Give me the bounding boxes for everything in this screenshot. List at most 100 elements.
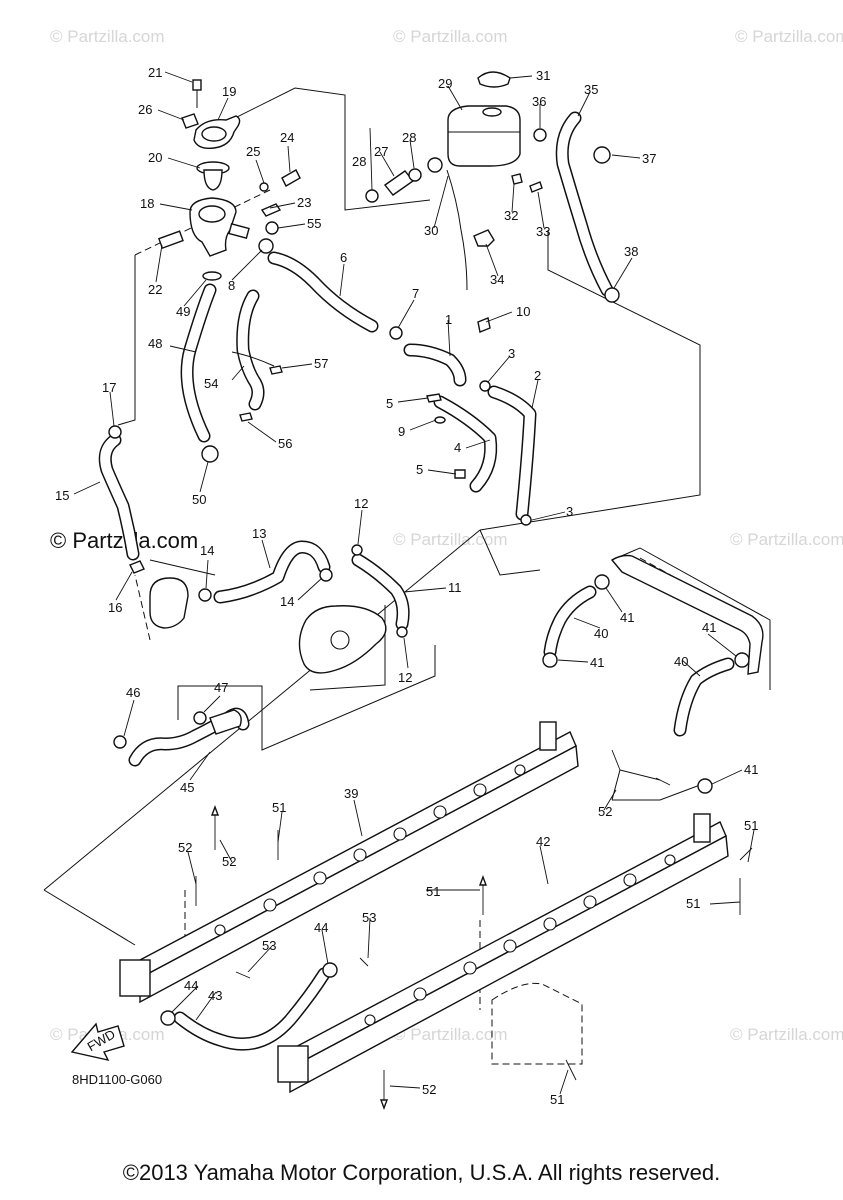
callout-48: 48 — [148, 336, 162, 351]
clamp-49 — [202, 271, 222, 281]
callout-52-b: 52 — [222, 854, 236, 869]
o-ring-9 — [434, 416, 446, 424]
clamp-28-left — [365, 189, 379, 203]
watermark-text: © Partzilla.com — [730, 1025, 843, 1044]
clamp-5-upper — [426, 393, 442, 403]
callout-28-left: 28 — [352, 154, 366, 169]
callout-55: 55 — [307, 216, 321, 231]
short-hose-27 — [365, 168, 422, 203]
callout-35: 35 — [584, 82, 598, 97]
callout-39: 39 — [344, 786, 358, 801]
fitting-22 — [157, 230, 184, 250]
bolt-16 — [129, 560, 145, 574]
heat-exchanger-39-end — [119, 959, 151, 997]
callout-21: 21 — [148, 65, 162, 80]
clamp-41-d — [697, 778, 713, 794]
clamp-8 — [258, 238, 274, 254]
callout-labels: 21 19 26 20 25 24 18 23 55 22 49 8 6 7 1… — [55, 65, 758, 1107]
clip-57 — [269, 365, 283, 375]
callout-49: 49 — [176, 304, 190, 319]
fwd-arrow-icon — [70, 1022, 125, 1062]
callout-2: 2 — [534, 368, 541, 383]
callout-14-left: 14 — [200, 543, 214, 558]
housing-opening — [198, 205, 226, 223]
heat-exchanger-42-body — [289, 834, 729, 1094]
clamp-44-left — [160, 1010, 176, 1026]
callout-15: 15 — [55, 488, 69, 503]
callout-51-b: 51 — [744, 818, 758, 833]
callout-57: 57 — [314, 356, 328, 371]
hoses — [98, 111, 735, 1051]
callout-54: 54 — [204, 376, 218, 391]
callout-7: 7 — [412, 286, 419, 301]
hose-35 — [555, 111, 614, 297]
coolant-reservoir-assembly — [427, 71, 620, 303]
callout-41-c: 41 — [702, 620, 716, 635]
callout-44-left: 44 — [184, 978, 198, 993]
reservoir-tank-29 — [447, 105, 521, 167]
callout-50: 50 — [192, 492, 206, 507]
callout-23: 23 — [297, 195, 311, 210]
callout-53-right: 53 — [362, 910, 376, 925]
callout-25: 25 — [246, 144, 260, 159]
callout-1: 1 — [445, 312, 452, 327]
clamp-12-lower — [396, 626, 408, 638]
leader-lines — [73, 71, 755, 1095]
callout-3-lower: 3 — [566, 504, 573, 519]
clamp-41-b — [542, 652, 558, 668]
small-fittings — [108, 317, 750, 1026]
callout-41-b: 41 — [590, 655, 604, 670]
callout-12-upper: 12 — [354, 496, 368, 511]
callout-45: 45 — [180, 780, 194, 795]
clamp-46 — [113, 735, 127, 749]
watermark-text: © Partzilla.com — [735, 27, 843, 46]
clamp-5-lower — [454, 469, 466, 479]
thermostat-cover-lower — [149, 577, 189, 629]
heat-exchanger-42 — [277, 813, 729, 1094]
callout-47: 47 — [214, 680, 228, 695]
callout-51-a: 51 — [272, 800, 286, 815]
watermark-text: © Partzilla.com — [730, 530, 843, 549]
callout-32: 32 — [504, 208, 518, 223]
fwd-direction-indicator: FWD — [70, 1022, 125, 1062]
callout-13: 13 — [252, 526, 266, 541]
callout-6: 6 — [340, 250, 347, 265]
bolt-33 — [529, 181, 543, 193]
bolt-21 — [192, 79, 202, 91]
callout-24: 24 — [280, 130, 294, 145]
callout-31: 31 — [536, 68, 550, 83]
clamp-47 — [193, 711, 207, 725]
clamp-50 — [201, 445, 219, 463]
callout-51-e: 51 — [550, 1092, 564, 1107]
pipe-47 — [209, 709, 242, 735]
clamp-41-a — [594, 574, 610, 590]
callout-12-lower: 12 — [398, 670, 412, 685]
callout-20: 20 — [148, 150, 162, 165]
callout-19: 19 — [222, 84, 236, 99]
callout-33: 33 — [536, 224, 550, 239]
thermostat-housing-assembly — [157, 79, 301, 281]
callout-52-a: 52 — [178, 840, 192, 855]
upper-right-pipe — [610, 554, 764, 675]
callout-22: 22 — [148, 282, 162, 297]
callout-30: 30 — [424, 223, 438, 238]
watermark-text: © Partzilla.com — [50, 27, 165, 46]
fitting-23 — [260, 203, 282, 217]
callout-40-lower: 40 — [674, 654, 688, 669]
clamp-12-upper — [351, 544, 363, 556]
clamp-36 — [533, 128, 547, 142]
callout-29: 29 — [438, 76, 452, 91]
clamp-37 — [593, 146, 611, 164]
watermark-text: © Partzilla.com — [393, 27, 508, 46]
heat-exchanger-42-end — [277, 1045, 309, 1083]
callout-10: 10 — [516, 304, 530, 319]
callout-37: 37 — [642, 151, 656, 166]
callout-53-left: 53 — [262, 938, 276, 953]
reservoir-outlet — [427, 157, 443, 173]
watermark-text: © Partzilla.com — [393, 1025, 508, 1044]
callout-41-d: 41 — [744, 762, 758, 777]
callout-4: 4 — [454, 440, 461, 455]
callout-41-a: 41 — [620, 610, 634, 625]
clip-26 — [181, 113, 199, 129]
clamp-7 — [389, 326, 403, 340]
